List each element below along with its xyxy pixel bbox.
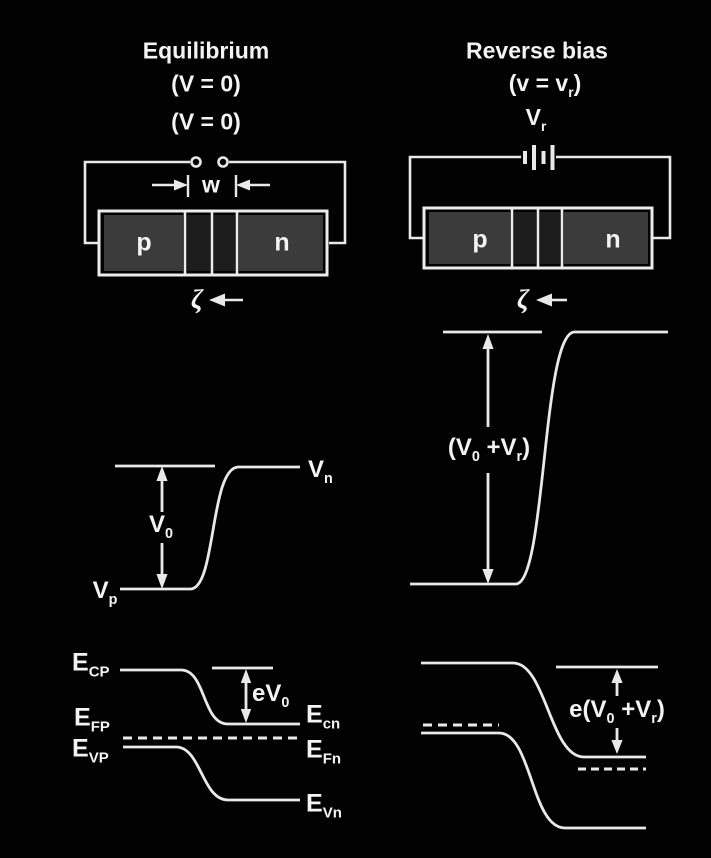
left-condition-line1: (V = 0) <box>171 70 241 97</box>
left-p-label: p <box>136 228 152 257</box>
v0-plus-vr-label: (V0 +Vr) <box>447 433 531 465</box>
right-condition: (v = vr) <box>508 70 582 100</box>
efn-label: EFn <box>306 735 342 768</box>
n-region <box>239 215 323 271</box>
depletion-strip <box>187 215 210 271</box>
depletion-strip <box>514 212 536 264</box>
arrow-left-icon <box>236 179 250 191</box>
left-device <box>97 209 329 277</box>
arrow-up-icon <box>482 334 494 349</box>
conduction-band <box>421 661 646 759</box>
arrow-down-icon <box>156 574 168 589</box>
ev0-label: eV0 <box>252 679 290 711</box>
right-circuit <box>408 145 672 240</box>
evp-label: EVP <box>72 734 109 767</box>
width-annotation <box>152 175 270 197</box>
depletion-strip <box>540 212 560 264</box>
p-region <box>429 212 510 264</box>
depletion-strip <box>214 215 235 271</box>
left-n-label: n <box>274 228 290 257</box>
left-band-diagram <box>120 666 300 802</box>
right-n-label: n <box>605 225 621 254</box>
left-condition-line2: (V = 0) <box>171 108 241 135</box>
left-title: Equilibrium <box>142 37 270 64</box>
left-field-arrow <box>209 293 243 307</box>
efp-label: EFP <box>74 703 110 736</box>
arrow-down-icon <box>611 740 623 754</box>
n-region <box>564 212 648 264</box>
arrow-up-icon <box>240 669 252 683</box>
p-region <box>104 215 183 271</box>
arrow-left-icon <box>209 293 225 307</box>
right-field-symbol: ζ <box>517 284 529 315</box>
valence-band <box>123 745 300 802</box>
arrow-down-icon <box>482 569 494 584</box>
right-title: Reverse bias <box>466 37 608 64</box>
right-p-label: p <box>472 225 488 254</box>
vp-label: Vp <box>92 576 118 608</box>
left-potential-diagram <box>115 464 300 591</box>
arrow-right-icon <box>174 179 188 191</box>
left-circuit <box>83 156 347 245</box>
arrow-down-icon <box>240 709 252 723</box>
terminal-right-icon <box>217 156 229 168</box>
vn-label: Vn <box>308 455 333 487</box>
vr-label: Vr <box>525 104 547 134</box>
arrow-left-icon <box>536 293 552 307</box>
terminal-left-icon <box>190 156 202 168</box>
valence-band <box>421 731 646 830</box>
right-device <box>422 206 654 270</box>
battery-icon <box>523 145 555 170</box>
right-field-arrow <box>536 293 567 307</box>
v0-label: V0 <box>148 510 174 542</box>
right-potential-diagram <box>410 330 668 586</box>
width-label: w <box>202 171 220 198</box>
e-v0-plus-vr-label: e(V0 +Vr) <box>569 695 665 727</box>
left-field-symbol: ζ <box>191 284 203 315</box>
ecn-label: Ecn <box>306 700 341 733</box>
evn-label: EVn <box>306 789 342 822</box>
ecp-label: ECP <box>72 648 110 681</box>
arrow-up-icon <box>611 669 623 683</box>
conduction-band <box>120 668 300 726</box>
right-band-diagram <box>421 661 658 830</box>
arrow-up-icon <box>156 466 168 481</box>
